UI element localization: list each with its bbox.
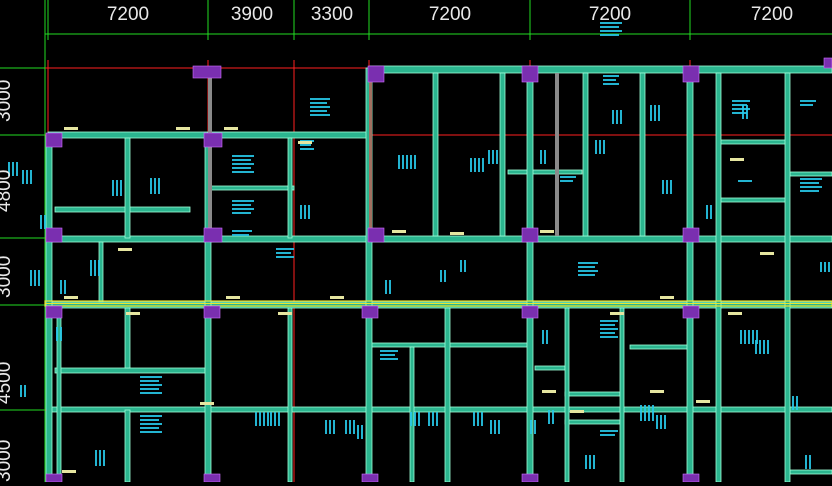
dimension-label-left: 3000 — [0, 255, 15, 298]
dimension-label-left: 3000 — [0, 439, 15, 482]
beam-annotations — [8, 22, 830, 473]
axis-grid-lines — [45, 60, 832, 482]
dimension-label-top: 7200 — [750, 4, 794, 25]
wall-segments — [208, 70, 559, 236]
dimension-label-top: 7200 — [428, 4, 472, 25]
dimension-label-top: 3300 — [310, 4, 354, 25]
highlight-beam — [44, 300, 832, 307]
dimension-label-left: 4800 — [0, 169, 15, 212]
columns — [45, 57, 832, 483]
dimension-label-left: 3000 — [0, 79, 15, 122]
dimension-label-top: 3900 — [230, 4, 274, 25]
dimension-label-top: 7200 — [588, 4, 632, 25]
dimension-label-left: 4500 — [0, 361, 15, 404]
dimension-label-top: 7200 — [106, 4, 150, 25]
